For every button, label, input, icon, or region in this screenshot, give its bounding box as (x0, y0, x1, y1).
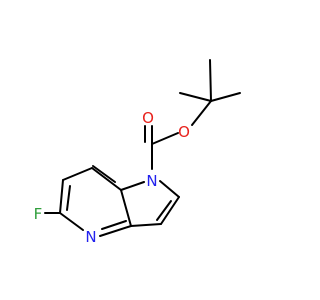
bonds (44, 59, 241, 237)
bond-cq-methyl-right (210, 92, 241, 102)
bond-cq-o-ester (191, 100, 212, 126)
atom-o-ester: O (178, 123, 190, 141)
bond-c3-c3a (130, 223, 162, 227)
atom-o-carbonyl: O (142, 109, 154, 127)
atom-f: F (34, 205, 43, 223)
atom-n-pyridine: N (85, 228, 96, 246)
bond-o-ester-c-carbonyl (151, 132, 179, 145)
bond-c3a-c7a (120, 189, 132, 227)
bond-c7a-c7-inner (92, 165, 116, 183)
bond-cq-methyl-top (209, 59, 212, 102)
molecule-canvas: O O N N F (34, 59, 241, 246)
bond-n4-c3a (99, 225, 132, 237)
bond-c7a-n1 (120, 181, 145, 191)
bond-c7-c6 (62, 167, 93, 181)
bond-n4-c3a-inner (101, 220, 127, 230)
bond-c5-n4 (59, 212, 84, 231)
bond-c2-c3 (160, 196, 180, 225)
bond-c6-c5 (59, 179, 64, 214)
bond-c6-c5-inner (66, 185, 71, 211)
bond-c7a-c7 (91, 167, 122, 191)
atom-labels: O O N N F (34, 109, 190, 246)
molecule-structure: O O N N F (34, 59, 241, 246)
bond-c2-c3-inner (156, 200, 172, 221)
atom-n-pyrrole: N (146, 172, 157, 190)
bond-n1-c2 (159, 180, 180, 198)
bond-cq-methyl-left (179, 92, 212, 102)
